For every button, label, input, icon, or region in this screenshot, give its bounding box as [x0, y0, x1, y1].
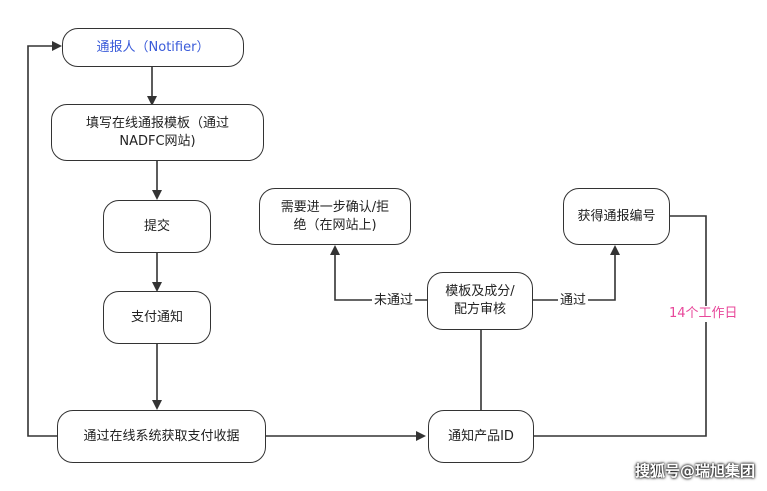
notifier-label: 通报人（Notifier）: [96, 39, 210, 55]
get-receipt-label: 通过在线系统获取支付收据: [83, 428, 240, 444]
edge-receipt-loop-to-notifier: [27, 41, 62, 437]
template-review-node: 模板及成分/ 配方审核: [427, 272, 533, 330]
get-number-node: 获得通报编号: [563, 188, 670, 245]
fill-template-node: 填写在线通报模板（通过 NADFC网站): [51, 104, 264, 161]
further-confirm-label: 需要进一步确认/拒 绝（在网站上): [280, 199, 390, 233]
submit-label: 提交: [143, 218, 170, 234]
duration-edge-label: 14个工作日: [667, 306, 740, 322]
fail-edge-label: 未通过: [372, 293, 416, 309]
template-review-label: 模板及成分/ 配方审核: [445, 284, 515, 317]
pass-edge-label: 通过: [558, 293, 589, 309]
notify-product-id-node: 通知产品ID: [428, 410, 534, 463]
notifier-node: 通报人（Notifier）: [62, 28, 244, 67]
further-confirm-node: 需要进一步确认/拒 绝（在网站上): [259, 188, 411, 245]
fill-template-label: 填写在线通报模板（通过 NADFC网站): [85, 115, 229, 149]
submit-node: 提交: [103, 200, 211, 253]
payment-notice-label: 支付通知: [130, 309, 183, 325]
edge-productid-to-number: [534, 215, 707, 437]
get-number-label: 获得通报编号: [577, 208, 656, 224]
get-receipt-node: 通过在线系统获取支付收据: [57, 410, 266, 463]
notify-product-id-label: 通知产品ID: [448, 428, 514, 444]
payment-notice-node: 支付通知: [103, 291, 211, 344]
watermark: 搜狐号@瑞旭集团: [634, 462, 755, 480]
